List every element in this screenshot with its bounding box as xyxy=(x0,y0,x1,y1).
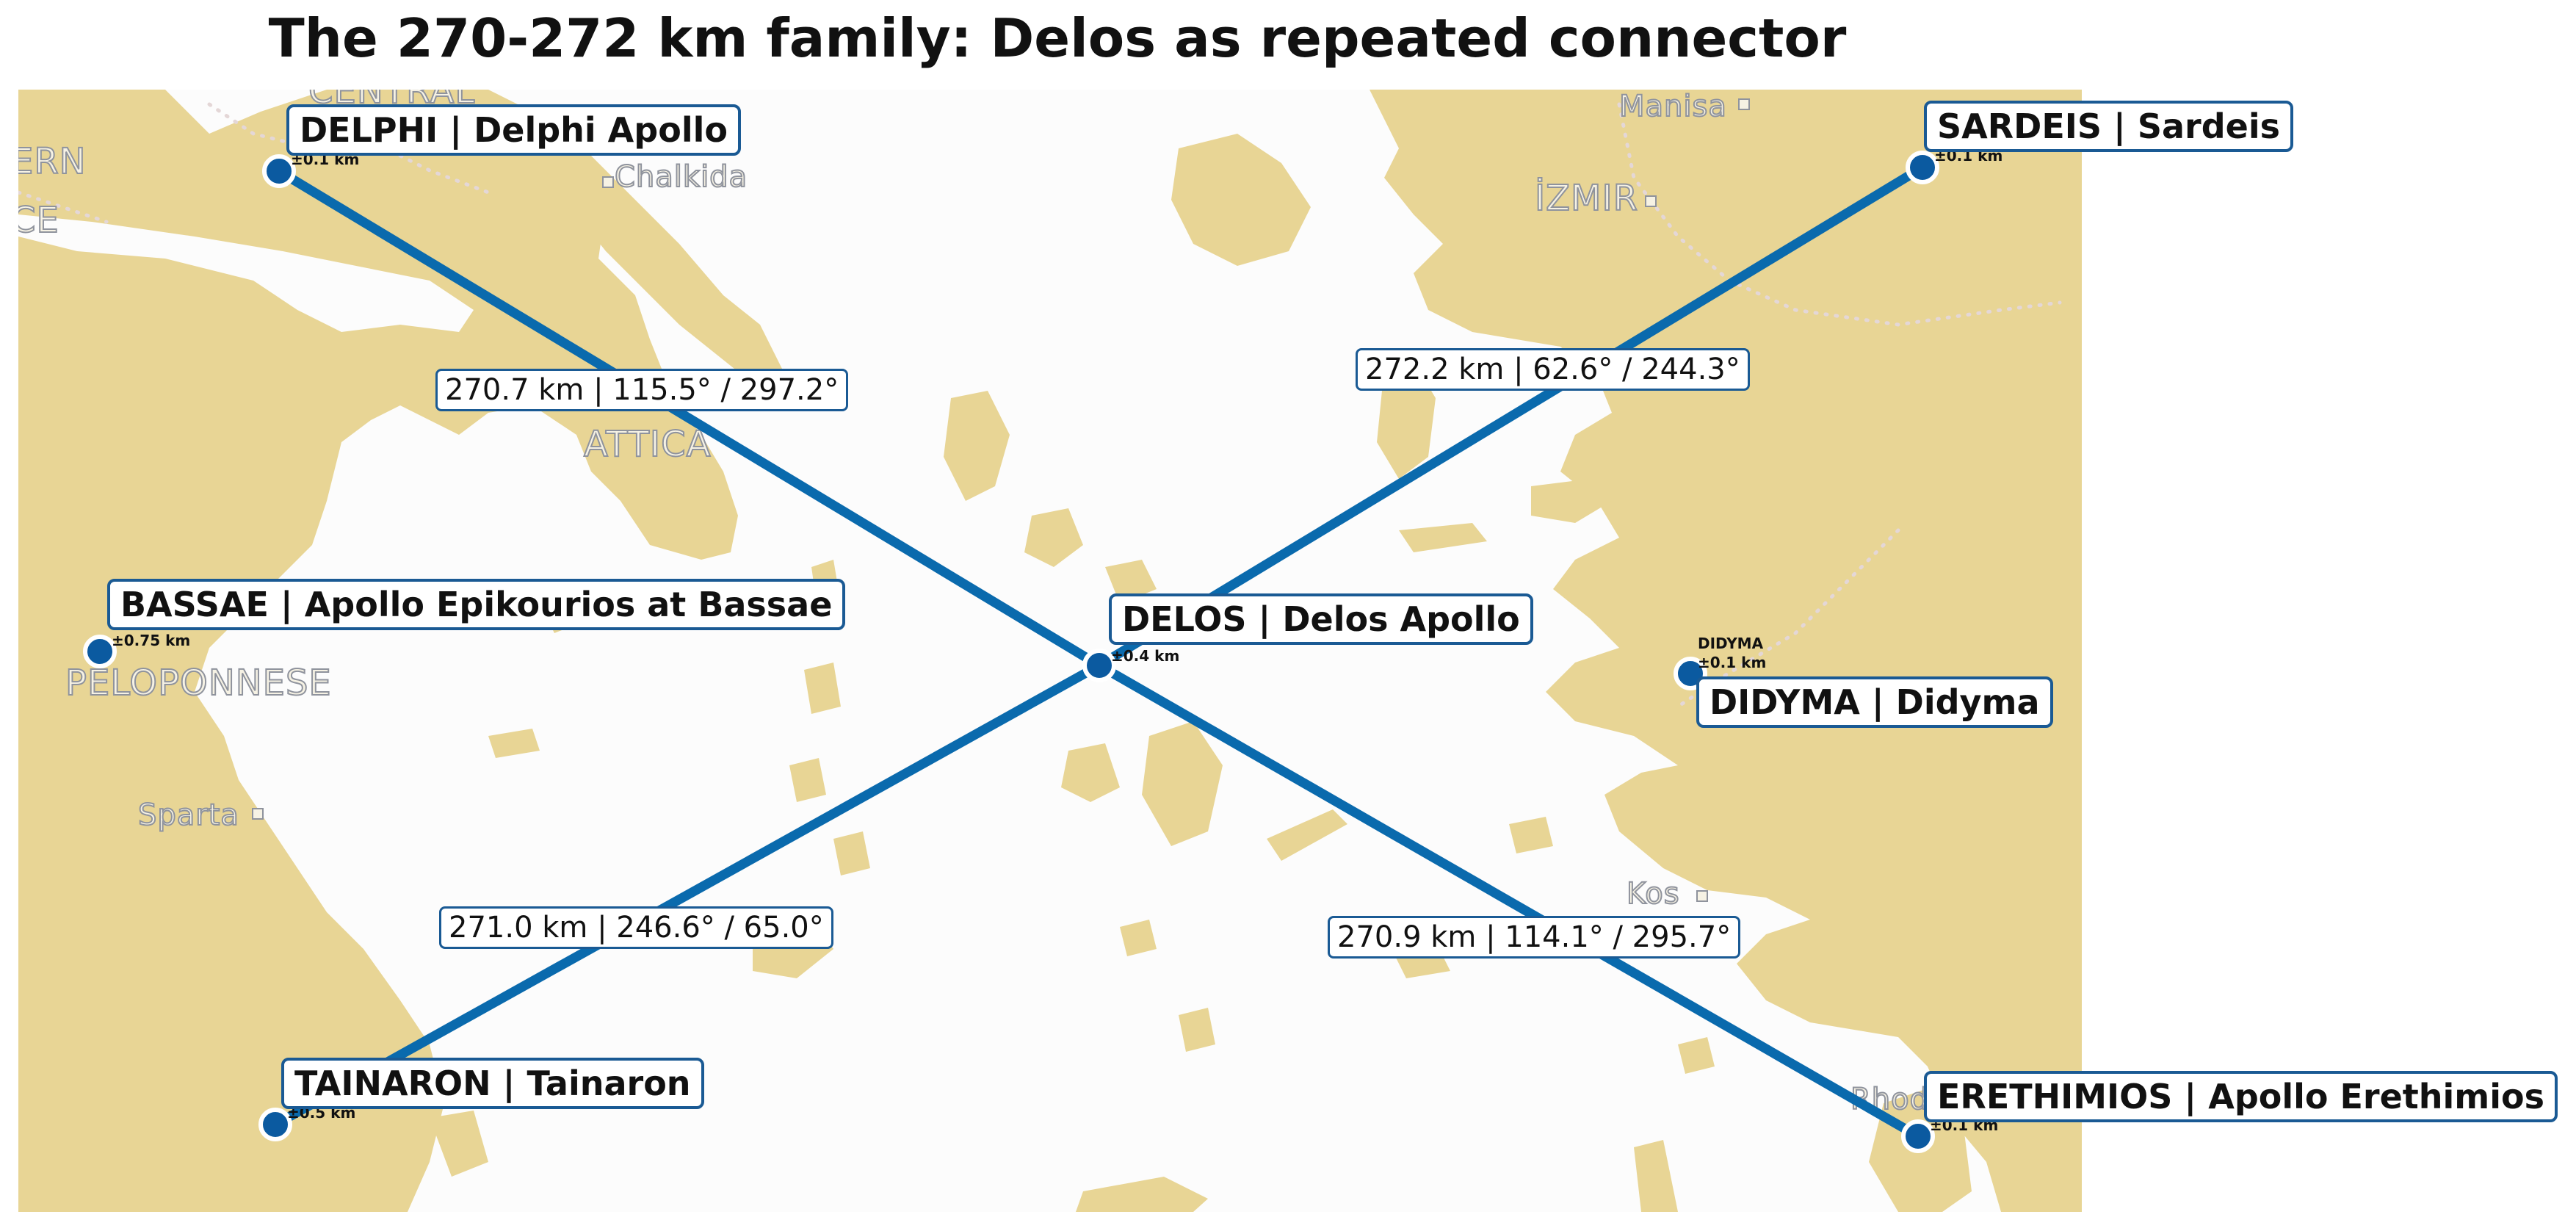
map-label-manisa: Manisa xyxy=(1618,90,1727,124)
land-tilos xyxy=(1678,1037,1715,1074)
land-kalymnos xyxy=(1509,817,1553,853)
route-label-delphi-delos: 270.7 km | 115.5° / 297.2° xyxy=(435,369,849,411)
map-label-ce: CE xyxy=(18,199,59,242)
map-label-ern: ERN xyxy=(18,140,87,183)
site-label-didyma[interactable]: DIDYMA | Didyma xyxy=(1696,676,2053,728)
map-title: The 270-272 km family: Delos as repeated… xyxy=(268,7,1847,69)
map-dot-sparta xyxy=(252,808,264,820)
land-naxos xyxy=(1142,721,1223,846)
land-sifnos xyxy=(833,831,870,876)
land-kythnos xyxy=(804,663,841,714)
land-tinos xyxy=(1024,508,1083,567)
land-hydra xyxy=(488,729,540,758)
site-label-delphi[interactable]: DELPHI | Delphi Apollo xyxy=(286,104,741,156)
map-label-attica: ATTICA xyxy=(583,423,712,466)
map-label-chalkida: Chalkida xyxy=(614,159,748,195)
land-ios xyxy=(1120,920,1157,956)
site-label-delos[interactable]: DELOS | Delos Apollo xyxy=(1109,593,1533,645)
site-label-sardeis[interactable]: SARDEIS | Sardeis xyxy=(1924,101,2293,152)
land-andros xyxy=(944,391,1010,501)
basemap[interactable]: CENTRAL ERN CE Chalkida ATTICA PELOPONNE… xyxy=(18,90,2082,1212)
site-label-bassae[interactable]: BASSAE | Apollo Epikourios at Bassae xyxy=(107,579,846,630)
route-label-sardeis-delos: 272.2 km | 62.6° / 244.3° xyxy=(1356,348,1750,391)
land-lesbos xyxy=(1171,134,1311,266)
map-label-izmir: İZMIR xyxy=(1534,177,1638,220)
route-label-tainaron-delos: 271.0 km | 246.6° / 65.0° xyxy=(439,906,833,949)
land-santorini xyxy=(1179,1008,1215,1052)
land-amorgos xyxy=(1267,809,1347,861)
land-crete-edge xyxy=(1076,1177,1208,1212)
didyma-small-name: DIDYMA xyxy=(1698,635,1764,652)
land-paros xyxy=(1061,743,1120,802)
land-ikaria xyxy=(1399,523,1487,552)
map-dot-kos xyxy=(1696,890,1708,902)
site-label-tainaron[interactable]: TAINARON | Tainaron xyxy=(281,1058,704,1109)
map-dot-chalkida xyxy=(602,176,614,188)
uncertainty-delos: ±0.4 km xyxy=(1111,647,1180,665)
map-dot-izmir xyxy=(1645,195,1657,207)
map-label-rhodes: Rhod xyxy=(1850,1082,1930,1117)
map-label-peloponnese: PELOPONNESE xyxy=(65,662,332,704)
uncertainty-didyma: ±0.1 km xyxy=(1698,654,1767,671)
land-serifos xyxy=(789,758,826,802)
route-label-delos-erethimios: 270.9 km | 114.1° / 295.7° xyxy=(1328,916,1741,959)
map-label-kos: Kos xyxy=(1626,876,1680,911)
site-label-erethimios[interactable]: ERETHIMIOS | Apollo Erethimios xyxy=(1924,1071,2558,1122)
map-dot-manisa xyxy=(1738,98,1750,110)
uncertainty-bassae: ±0.75 km xyxy=(112,632,191,649)
map-label-sparta: Sparta xyxy=(137,798,239,833)
basemap-land xyxy=(18,90,2082,1212)
land-karpathos xyxy=(1634,1140,1678,1212)
land-kythera xyxy=(430,1111,488,1177)
